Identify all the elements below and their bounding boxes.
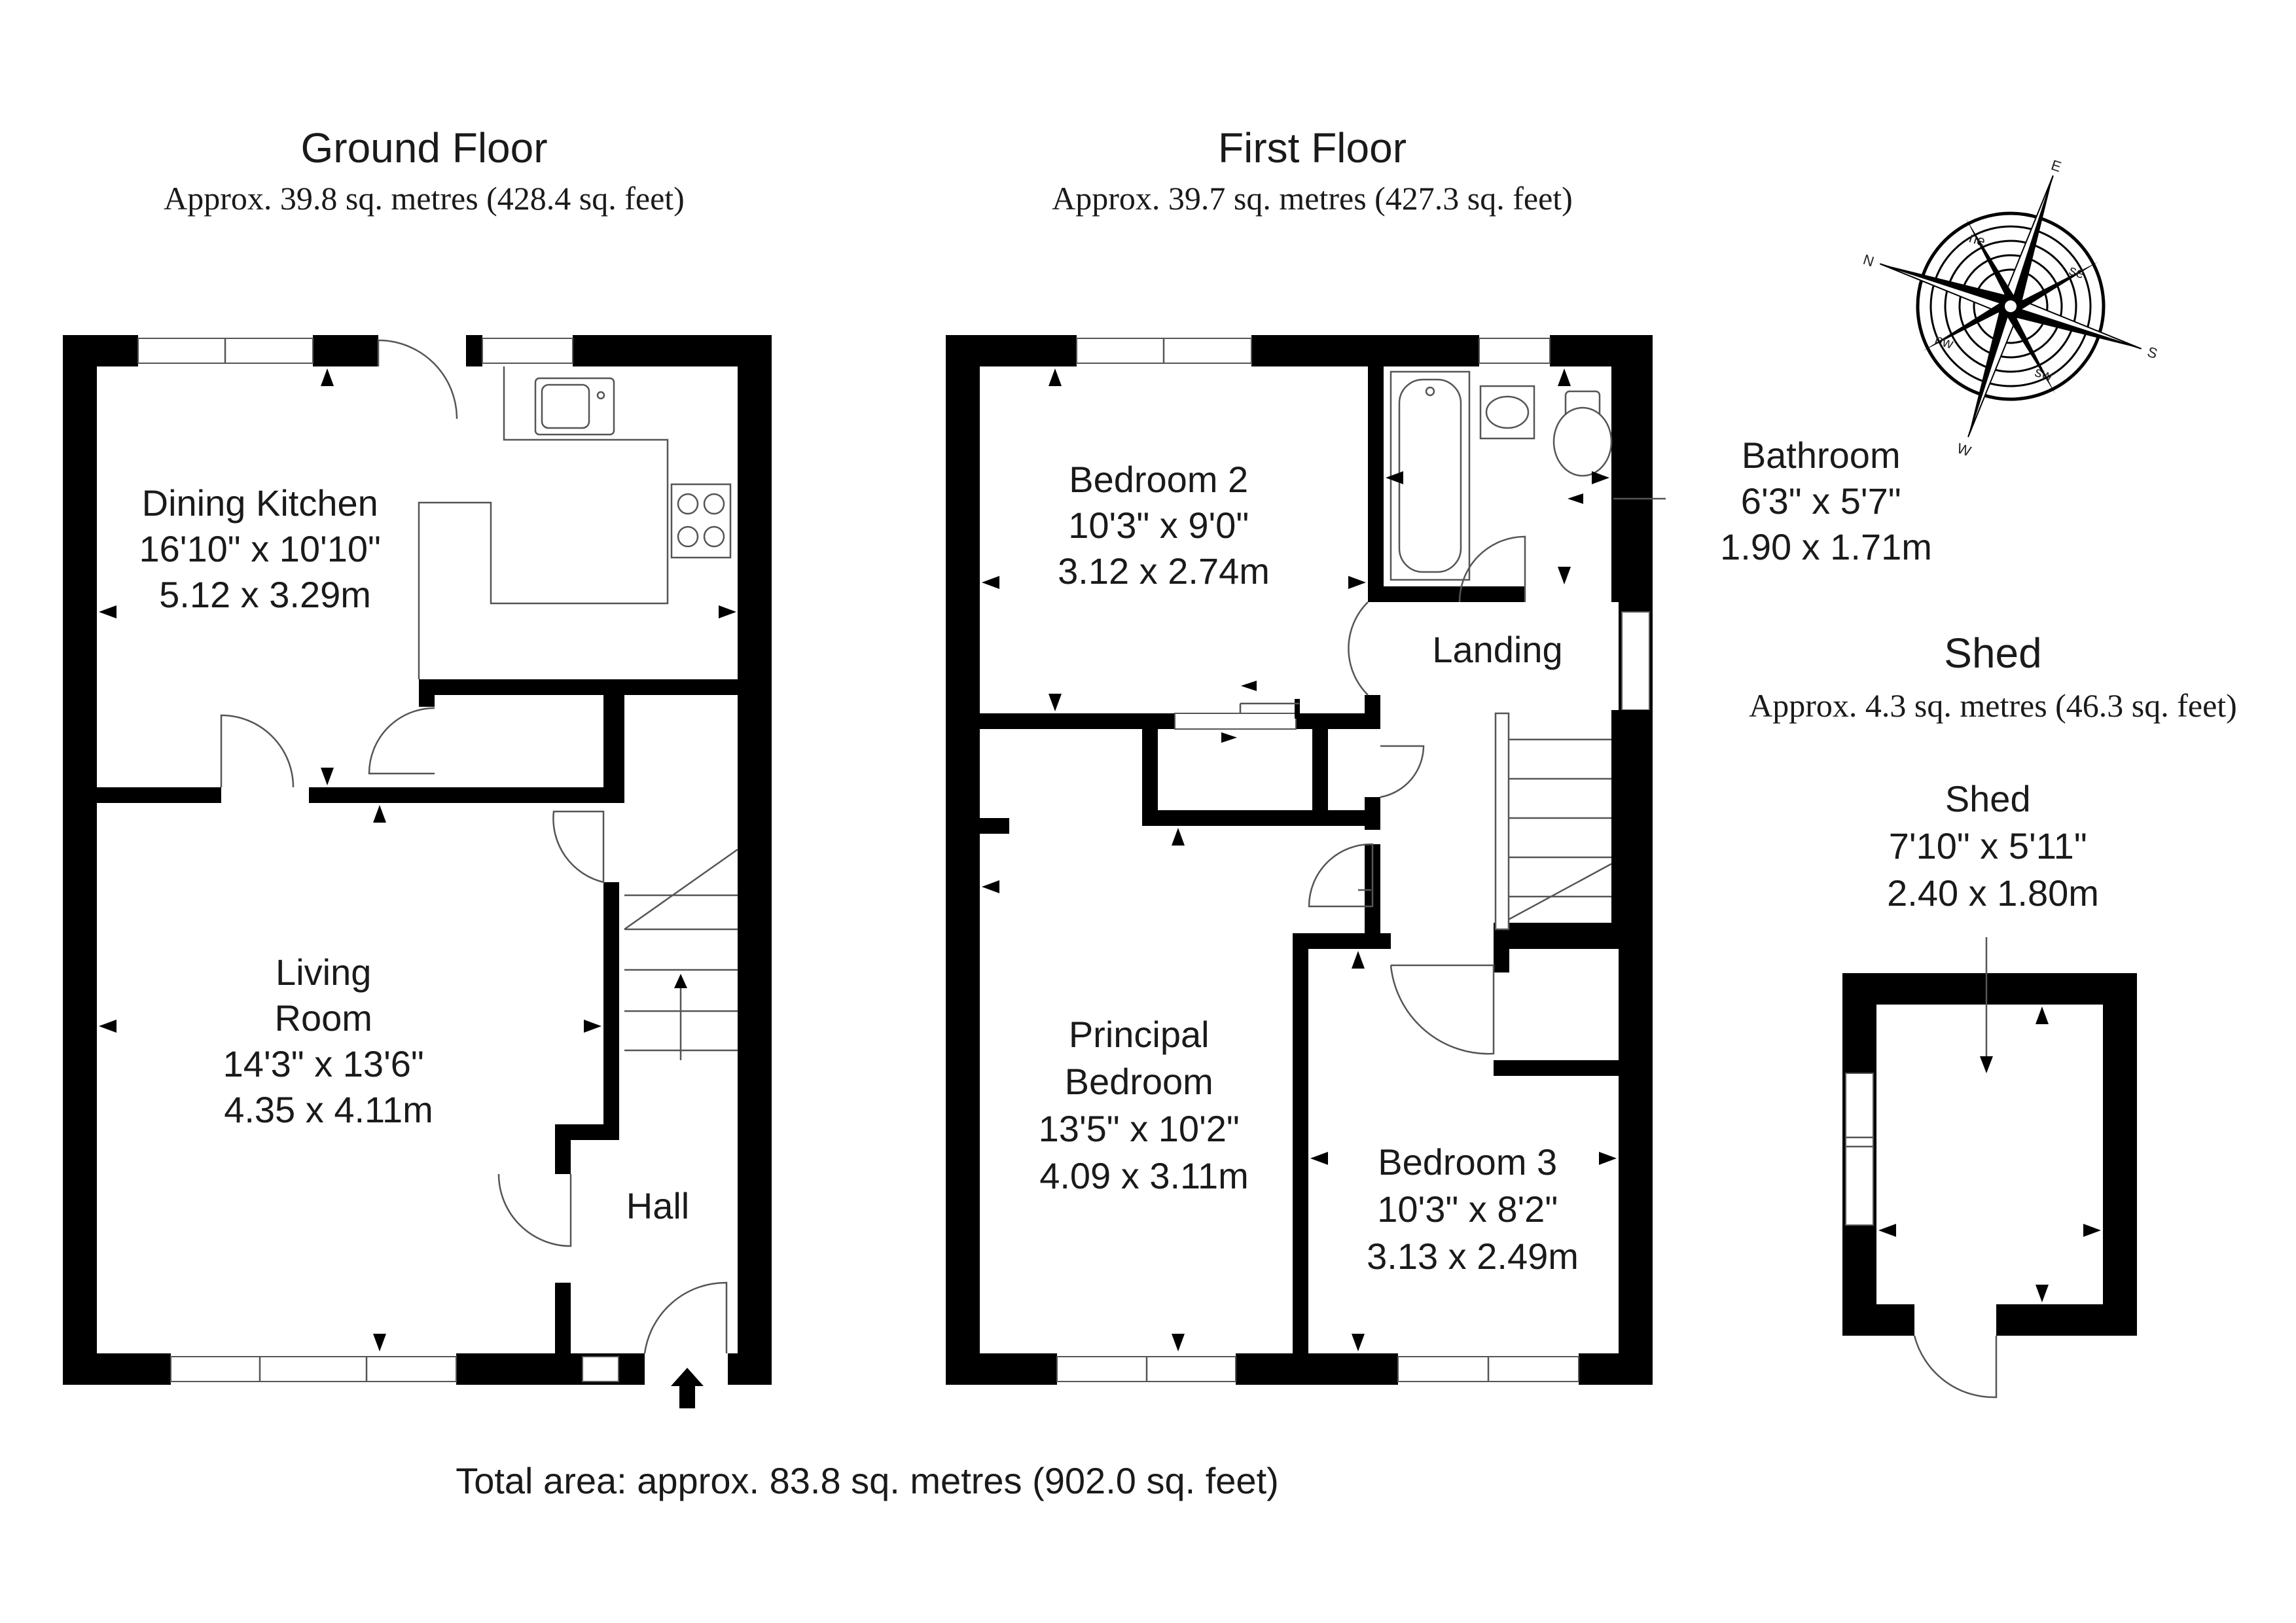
shed-section-title: Shed <box>1944 630 2041 677</box>
first-floor-title: First Floor <box>1218 124 1407 171</box>
window <box>1845 1073 1874 1226</box>
front-door <box>643 1281 728 1354</box>
wall <box>1312 713 1328 826</box>
cupboard-door <box>1380 745 1425 798</box>
wall <box>728 1353 772 1385</box>
ground-floor-plan <box>63 335 772 1408</box>
wall <box>313 335 378 366</box>
wall <box>555 1283 571 1353</box>
shed-door <box>1913 1335 1998 1399</box>
bathroom-door <box>1458 535 1526 603</box>
wall <box>946 335 980 1385</box>
wall <box>63 335 97 1385</box>
entrance-arrow-icon <box>671 1368 704 1408</box>
wall <box>1368 586 1525 602</box>
wall <box>603 695 624 803</box>
ground-floor-area: Approx. 39.8 sq. metres (428.4 sq. feet) <box>164 180 685 217</box>
kitchen-worktop <box>418 366 669 679</box>
wall <box>97 787 221 803</box>
bedroom-3-door <box>1390 964 1495 1055</box>
wall <box>1842 973 2137 1005</box>
room-label-living-room: Living Room 14'3" x 13'6" 4.35 x 4.11m <box>223 952 435 1130</box>
total-area: Total area: approx. 83.8 sq. metres (902… <box>456 1460 1279 1501</box>
stair-edge <box>624 848 738 931</box>
wall <box>946 335 1077 366</box>
window <box>170 1356 457 1382</box>
room-label-bathroom: Bathroom 6'3" x 5'7" 1.90 x 1.71m <box>1720 435 1932 567</box>
room-label-bedroom-2: Bedroom 2 10'3" x 9'0" 3.12 x 2.74m <box>1058 459 1270 592</box>
principal-bedroom-door <box>1308 843 1374 908</box>
hall-door <box>497 1173 572 1247</box>
svg-text:E: E <box>2049 156 2064 175</box>
wall <box>466 335 482 366</box>
shed-section-area: Approx. 4.3 sq. metres (46.3 sq. feet) <box>1749 687 2237 724</box>
wall <box>1236 1353 1398 1385</box>
wall <box>1550 335 1653 366</box>
wall <box>946 1353 1057 1385</box>
wall <box>1293 933 1308 1385</box>
room-label-dining-kitchen: Dining Kitchen 16'10" x 10'10" 5.12 x 3.… <box>139 482 391 615</box>
wall <box>738 335 772 1385</box>
window <box>582 1356 619 1382</box>
window <box>1621 611 1650 711</box>
svg-text:N: N <box>1861 251 1876 270</box>
shed-plan <box>1842 937 2137 1399</box>
wall <box>1142 713 1158 826</box>
wall <box>1611 710 1653 933</box>
first-floor-plan <box>946 335 1666 1385</box>
wall <box>619 1353 645 1385</box>
ground-floor-title: Ground Floor <box>300 124 547 171</box>
wall <box>603 882 619 1124</box>
stair-rail <box>1494 712 1510 931</box>
wall <box>1494 933 1509 972</box>
wall <box>1142 810 1372 826</box>
living-door <box>552 810 605 883</box>
wall <box>63 1353 171 1385</box>
room-label-principal-bedroom: Principal Bedroom 13'5" x 10'2" 4.09 x 3… <box>1039 1014 1250 1196</box>
wall <box>573 335 772 366</box>
window <box>482 338 573 364</box>
wall <box>980 818 1009 834</box>
wall <box>1842 1304 1914 1336</box>
wall <box>1494 1060 1653 1076</box>
hob <box>670 483 732 559</box>
wall <box>1494 923 1653 938</box>
wall <box>1365 695 1380 729</box>
wall <box>1251 335 1479 366</box>
kitchen-door <box>220 714 295 788</box>
cupboard-door <box>368 707 435 775</box>
wall <box>1368 366 1384 602</box>
wall <box>1579 1353 1653 1385</box>
room-label-hall: Hall <box>626 1185 689 1226</box>
window <box>1479 338 1551 364</box>
wall <box>1996 1304 2137 1336</box>
wall <box>1365 797 1380 830</box>
wall <box>2103 973 2137 1336</box>
wall <box>63 335 138 366</box>
wall <box>555 1124 571 1174</box>
cupboard-opening <box>1174 713 1297 730</box>
room-label-shed: Shed 7'10" x 5'11" 2.40 x 1.80m <box>1887 778 2099 914</box>
svg-text:W: W <box>1955 440 1973 459</box>
wall <box>419 679 739 695</box>
wall <box>1611 366 1653 602</box>
svg-text:S: S <box>2145 344 2160 362</box>
bedroom-2-door <box>1348 601 1369 696</box>
back-door <box>377 339 458 419</box>
room-label-landing: Landing <box>1432 629 1562 670</box>
compass-rose-icon: E S W N se sw nw ne <box>1861 156 2160 459</box>
first-floor-area: Approx. 39.7 sq. metres (427.3 sq. feet) <box>1052 180 1573 217</box>
wall <box>419 679 435 707</box>
room-label-bedroom-3: Bedroom 3 10'3" x 8'2" 3.13 x 2.49m <box>1367 1141 1579 1277</box>
wall <box>309 787 603 803</box>
